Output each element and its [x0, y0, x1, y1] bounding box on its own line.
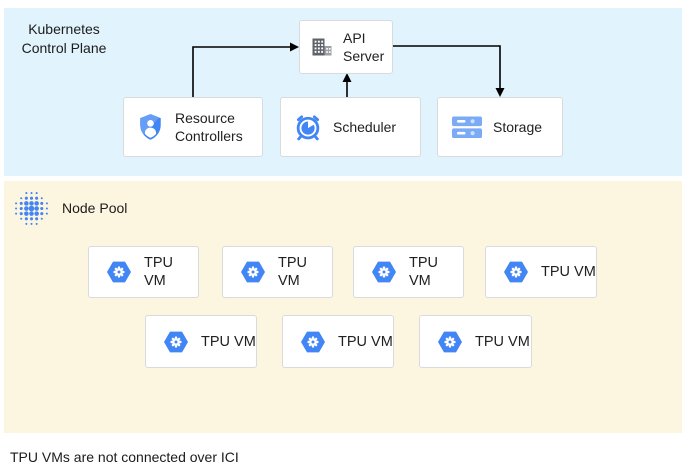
- tpu-vm-label: TPU VM: [278, 255, 307, 289]
- gke-hexagon-gear-icon: [107, 261, 131, 283]
- tpu-vm-node: TPU VM: [282, 315, 394, 368]
- tpu-vm-node: TPU VM: [145, 315, 257, 368]
- tpu-vm-label: TPU VM: [541, 264, 596, 280]
- node-pool-section: [4, 181, 682, 433]
- resource-controllers-node: Resource Controllers: [123, 97, 263, 157]
- control-plane-title: Kubernetes Control Plane: [21, 21, 107, 56]
- tpu-vm-node: TPU VM: [222, 246, 333, 298]
- scheduler-node: Scheduler: [280, 97, 421, 157]
- tpu-vm-label: TPU VM: [475, 333, 530, 350]
- scheduler-label: Scheduler: [333, 119, 397, 135]
- tpu-vm-node: TPU VM: [88, 246, 199, 298]
- diagram-caption: TPU VMs are not connected over ICI: [10, 449, 239, 465]
- gke-hexagon-gear-icon: [504, 261, 528, 283]
- storage-node: Storage: [437, 97, 563, 157]
- api-server-node: API Server: [299, 20, 393, 74]
- building-icon: [312, 38, 332, 56]
- resource-controllers-label: Resource Controllers: [175, 110, 243, 144]
- gke-hexagon-gear-icon: [164, 331, 188, 352]
- alarm-clock-icon: [296, 115, 320, 141]
- api-server-label: API Server: [343, 30, 385, 64]
- server-stack-icon: [452, 116, 482, 138]
- shield-user-icon: [140, 114, 161, 140]
- gke-hexagon-gear-icon: [438, 331, 462, 352]
- node-pool-title: Node Pool: [62, 200, 128, 216]
- tpu-vm-label: TPU VM: [201, 333, 256, 350]
- tpu-vm-label: TPU VM: [409, 255, 438, 289]
- tpu-vm-node: TPU VM: [485, 246, 597, 298]
- tpu-vm-label: TPU VM: [144, 255, 173, 289]
- tpu-vm-node: TPU VM: [419, 315, 532, 368]
- dot-cluster-icon: [15, 192, 48, 225]
- gke-hexagon-gear-icon: [241, 261, 265, 283]
- tpu-vm-label: TPU VM: [338, 333, 393, 350]
- tpu-vm-node: TPU VM: [353, 246, 464, 298]
- gke-hexagon-gear-icon: [372, 261, 396, 283]
- gke-hexagon-gear-icon: [301, 331, 325, 352]
- storage-label: Storage: [493, 119, 543, 135]
